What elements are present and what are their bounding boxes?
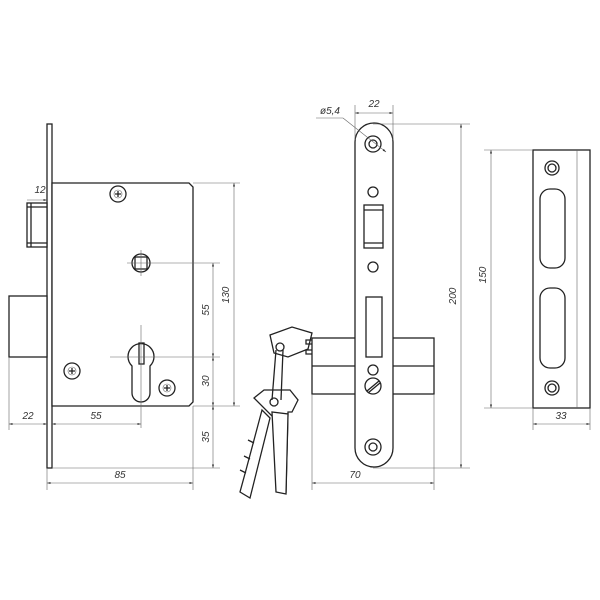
- latch: [26, 202, 48, 248]
- keys-icon: [239, 326, 313, 500]
- dim-body-height: 130: [221, 286, 232, 303]
- dimension-lines: [8, 182, 240, 490]
- faceplate-front: [354, 122, 394, 468]
- dim-cylinder-to-bottom: 30: [201, 375, 212, 387]
- spindle-hole: [127, 250, 220, 276]
- small-hole: [367, 364, 379, 376]
- bolt-opening: [365, 296, 383, 358]
- mounting-hole: [544, 380, 560, 396]
- screw-icon: [158, 379, 176, 397]
- latch-slot: [539, 188, 566, 269]
- side-view: 12 130 55 30 35 22 55 85: [8, 123, 240, 490]
- dim-hole-diameter: ø5,4: [320, 106, 340, 117]
- dim-bottom-to-plate-end: 35: [201, 431, 212, 443]
- dim-spindle-to-cylinder: 55: [201, 304, 212, 316]
- dim-cylinder-length: 70: [349, 470, 361, 481]
- slotted-screw-icon: [364, 377, 382, 395]
- mounting-hole: [364, 135, 382, 153]
- dim-strike-length: 150: [478, 266, 489, 283]
- small-hole: [367, 261, 379, 273]
- mounting-hole: [364, 438, 382, 456]
- screw-icon: [109, 185, 127, 203]
- dim-latch-projection: 12: [34, 185, 46, 196]
- dim-bolt-projection: 22: [21, 411, 34, 422]
- dim-faceplate-length: 200: [448, 287, 459, 305]
- mounting-hole: [544, 160, 560, 176]
- dim-overall-depth: 85: [114, 470, 126, 481]
- dimension-lines: [311, 105, 470, 490]
- deadbolt: [8, 295, 48, 358]
- dim-backset: 55: [90, 411, 102, 422]
- lock-body: [51, 182, 194, 407]
- screw-icon: [63, 362, 81, 380]
- cylinder-cam: [305, 339, 312, 355]
- front-view: 22 ø5,4 200 70: [305, 99, 470, 490]
- strike-plate: 150 33: [478, 149, 591, 430]
- small-hole: [367, 186, 379, 198]
- dimension-lines: [484, 149, 591, 430]
- bolt-slot: [539, 287, 566, 369]
- latch-opening: [363, 204, 384, 249]
- dim-strike-width: 33: [555, 411, 567, 422]
- faceplate-side: [46, 123, 53, 469]
- dim-faceplate-width: 22: [367, 99, 380, 110]
- cylinder-hole: [110, 325, 220, 428]
